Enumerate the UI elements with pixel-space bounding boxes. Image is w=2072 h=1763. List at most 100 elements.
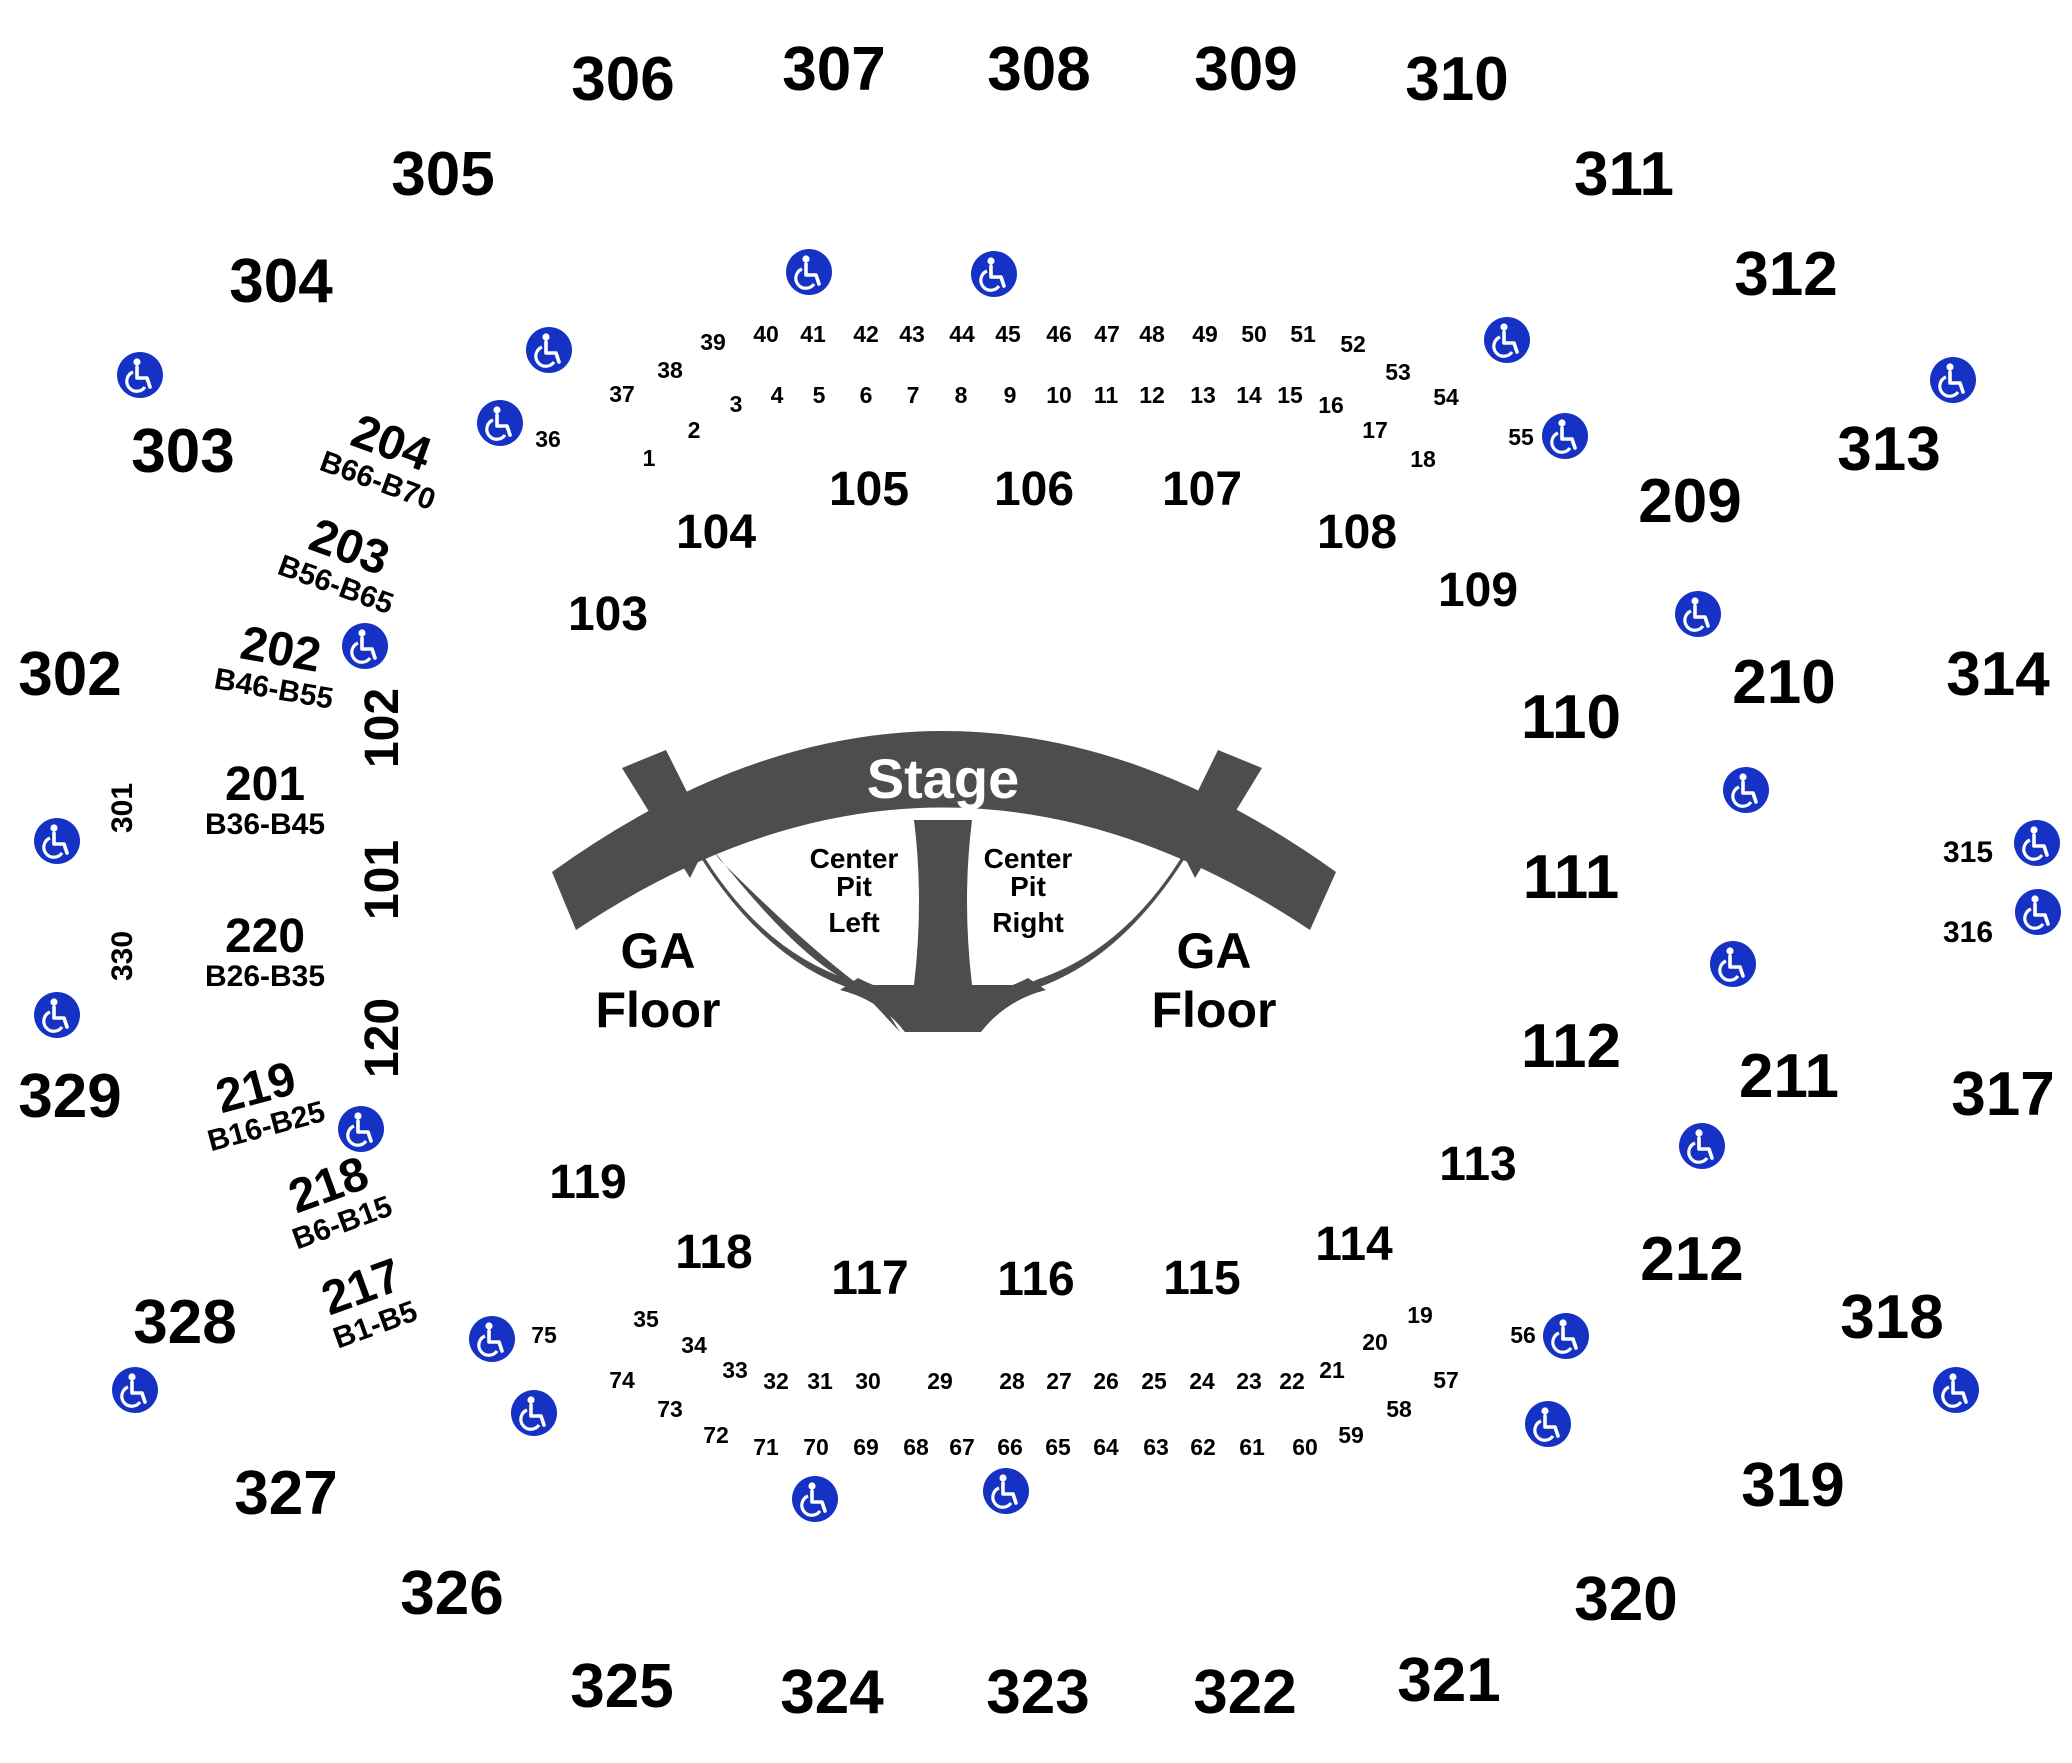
box-57[interactable]: 57 bbox=[1433, 1367, 1459, 1393]
section-210[interactable]: 210 bbox=[1732, 648, 1835, 717]
section-211[interactable]: 211 bbox=[1739, 1042, 1839, 1111]
center-pit-left[interactable]: Center Pit Left bbox=[810, 843, 899, 938]
box-48[interactable]: 48 bbox=[1139, 321, 1165, 347]
section-209[interactable]: 209 bbox=[1638, 467, 1741, 536]
box-7[interactable]: 7 bbox=[907, 382, 920, 408]
section-303[interactable]: 303 bbox=[131, 417, 234, 486]
section-113[interactable]: 113 bbox=[1439, 1138, 1516, 1191]
box-27[interactable]: 27 bbox=[1046, 1368, 1072, 1394]
box-8[interactable]: 8 bbox=[955, 382, 968, 408]
box-39[interactable]: 39 bbox=[700, 329, 726, 355]
section-212[interactable]: 212 bbox=[1640, 1225, 1743, 1294]
section-111[interactable]: 111 bbox=[1523, 843, 1620, 912]
box-34[interactable]: 34 bbox=[681, 1332, 707, 1358]
box-56[interactable]: 56 bbox=[1510, 1322, 1536, 1348]
section-315[interactable]: 315 bbox=[1943, 836, 1993, 869]
box-63[interactable]: 63 bbox=[1143, 1434, 1169, 1460]
section-114[interactable]: 114 bbox=[1315, 1218, 1393, 1271]
box-59[interactable]: 59 bbox=[1338, 1422, 1364, 1448]
section-107[interactable]: 107 bbox=[1162, 463, 1242, 516]
box-17[interactable]: 17 bbox=[1362, 417, 1388, 443]
box-62[interactable]: 62 bbox=[1190, 1434, 1216, 1460]
box-13[interactable]: 13 bbox=[1190, 382, 1216, 408]
box-5[interactable]: 5 bbox=[813, 382, 826, 408]
box-53[interactable]: 53 bbox=[1385, 359, 1411, 385]
box-31[interactable]: 31 bbox=[807, 1368, 833, 1394]
section-112[interactable]: 112 bbox=[1521, 1012, 1621, 1081]
ga-floor-left[interactable]: GA Floor bbox=[596, 923, 721, 1038]
section-313[interactable]: 313 bbox=[1837, 415, 1940, 484]
box-36[interactable]: 36 bbox=[535, 426, 561, 452]
box-4[interactable]: 4 bbox=[771, 382, 784, 408]
section-120[interactable]: 120 bbox=[356, 998, 409, 1078]
box-64[interactable]: 64 bbox=[1093, 1434, 1119, 1460]
section-328[interactable]: 328 bbox=[133, 1288, 236, 1357]
box-75[interactable]: 75 bbox=[531, 1322, 557, 1348]
box-23[interactable]: 23 bbox=[1236, 1368, 1262, 1394]
box-30[interactable]: 30 bbox=[855, 1368, 881, 1394]
box-10[interactable]: 10 bbox=[1046, 382, 1072, 408]
box-69[interactable]: 69 bbox=[853, 1434, 879, 1460]
box-45[interactable]: 45 bbox=[995, 321, 1021, 347]
section-104[interactable]: 104 bbox=[676, 506, 756, 559]
box-65[interactable]: 65 bbox=[1045, 1434, 1071, 1460]
box-50[interactable]: 50 bbox=[1241, 321, 1267, 347]
section-318[interactable]: 318 bbox=[1840, 1283, 1943, 1352]
box-35[interactable]: 35 bbox=[633, 1306, 659, 1332]
section-310[interactable]: 310 bbox=[1405, 45, 1508, 114]
box-52[interactable]: 52 bbox=[1340, 331, 1366, 357]
section-306[interactable]: 306 bbox=[571, 45, 674, 114]
section-309[interactable]: 309 bbox=[1194, 35, 1297, 104]
box-60[interactable]: 60 bbox=[1292, 1434, 1318, 1460]
box-49[interactable]: 49 bbox=[1192, 321, 1218, 347]
section-305[interactable]: 305 bbox=[391, 140, 494, 209]
box-38[interactable]: 38 bbox=[657, 357, 683, 383]
box-43[interactable]: 43 bbox=[899, 321, 925, 347]
box-1[interactable]: 1 bbox=[643, 445, 656, 471]
box-24[interactable]: 24 bbox=[1189, 1368, 1215, 1394]
box-16[interactable]: 16 bbox=[1318, 392, 1344, 418]
box-22[interactable]: 22 bbox=[1279, 1368, 1305, 1394]
section-304[interactable]: 304 bbox=[229, 247, 333, 316]
section-317[interactable]: 317 bbox=[1951, 1060, 2054, 1129]
section-119[interactable]: 119 bbox=[549, 1156, 626, 1209]
section-103[interactable]: 103 bbox=[568, 588, 648, 641]
ga-floor-right[interactable]: GA Floor bbox=[1152, 923, 1277, 1038]
box-18[interactable]: 18 bbox=[1410, 446, 1436, 472]
section-117[interactable]: 117 bbox=[831, 1252, 908, 1305]
box-67[interactable]: 67 bbox=[949, 1434, 975, 1460]
box-37[interactable]: 37 bbox=[609, 381, 635, 407]
stage-center-runway[interactable] bbox=[914, 820, 972, 985]
section-109[interactable]: 109 bbox=[1438, 564, 1518, 617]
section-105[interactable]: 105 bbox=[829, 463, 909, 516]
box-58[interactable]: 58 bbox=[1386, 1396, 1412, 1422]
box-33[interactable]: 33 bbox=[722, 1357, 748, 1383]
box-29[interactable]: 29 bbox=[927, 1368, 953, 1394]
box-26[interactable]: 26 bbox=[1093, 1368, 1119, 1394]
section-311[interactable]: 311 bbox=[1574, 140, 1674, 209]
box-72[interactable]: 72 bbox=[703, 1422, 729, 1448]
center-pit-right[interactable]: Center Pit Right bbox=[984, 843, 1073, 938]
section-308[interactable]: 308 bbox=[987, 35, 1090, 104]
section-302[interactable]: 302 bbox=[18, 640, 121, 709]
box-71[interactable]: 71 bbox=[753, 1434, 779, 1460]
box-19[interactable]: 19 bbox=[1407, 1302, 1433, 1328]
section-325[interactable]: 325 bbox=[570, 1652, 673, 1721]
section-116[interactable]: 116 bbox=[997, 1253, 1074, 1306]
section-101[interactable]: 101 bbox=[356, 840, 409, 920]
section-324[interactable]: 324 bbox=[780, 1658, 884, 1727]
box-74[interactable]: 74 bbox=[609, 1367, 635, 1393]
section-330[interactable]: 330 bbox=[106, 931, 139, 981]
box-61[interactable]: 61 bbox=[1239, 1434, 1265, 1460]
box-15[interactable]: 15 bbox=[1277, 382, 1303, 408]
box-66[interactable]: 66 bbox=[997, 1434, 1023, 1460]
box-70[interactable]: 70 bbox=[803, 1434, 829, 1460]
section-314[interactable]: 314 bbox=[1946, 640, 2050, 709]
